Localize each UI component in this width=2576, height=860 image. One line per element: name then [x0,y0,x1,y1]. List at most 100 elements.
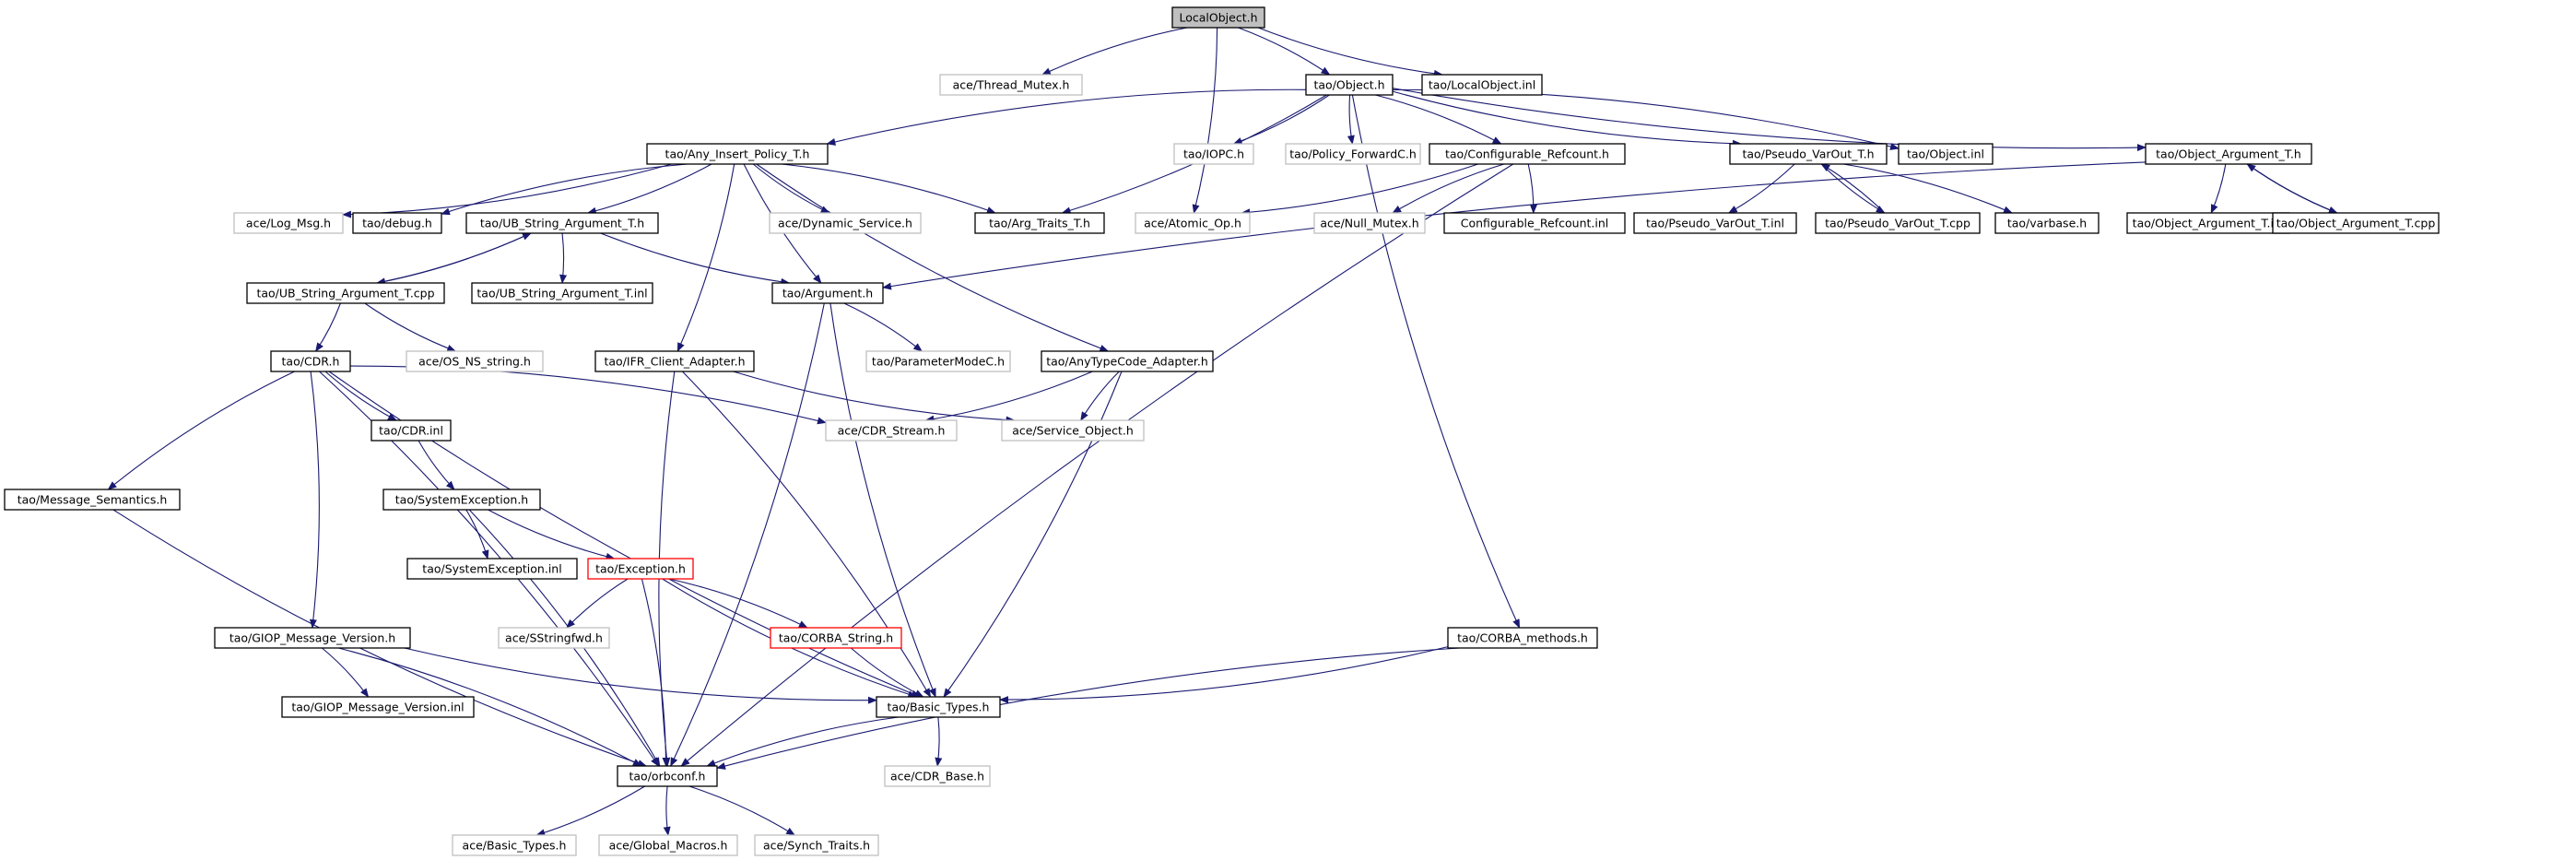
node-label: tao/CDR.inl [379,424,443,438]
node-exception-h[interactable]: tao/Exception.h [587,558,694,580]
node-box [371,419,452,442]
node-pseudo-varout[interactable]: tao/Pseudo_VarOut_T.h [1729,143,1888,165]
node-varbase[interactable]: tao/varbase.h [1994,212,2100,234]
node-thread-mutex[interactable]: ace/Thread_Mutex.h [939,74,1083,96]
edge-object-h-to-pseudo-varout [1392,90,1742,147]
node-sstringfwd[interactable]: ace/SStringfwd.h [498,627,610,649]
node-box [1313,212,1426,234]
edge-basic-types-to-cdr-base [935,716,943,767]
node-iopc[interactable]: tao/IOPC.h [1173,143,1254,165]
node-system-exception-inl[interactable]: tao/SystemException.inl [406,558,578,580]
node-anytypecode[interactable]: tao/AnyTypeCode_Adapter.h [1041,350,1214,372]
node-label: tao/Policy_ForwardC.h [1289,147,1417,161]
node-global-macros[interactable]: ace/Global_Macros.h [598,834,738,856]
node-box [646,143,829,165]
edge-object-h-to-object-arg [1392,88,2147,152]
node-object-arg-cpp[interactable]: tao/Object_Argument_T.cpp [2272,212,2440,234]
node-atomic-op[interactable]: ace/Atomic_Op.h [1135,212,1251,234]
edge-conf-refcount-to-null-mutex [1392,163,1505,214]
node-label: tao/Arg_Traits_T.h [989,217,1090,230]
node-pseudo-varout-inl[interactable]: tao/Pseudo_VarOut_T.inl [1633,212,1797,234]
edge-ub-string-arg-to-ub-string-arg-cpp [376,232,532,286]
node-box [1041,350,1214,372]
node-conf-refcount[interactable]: tao/Configurable_Refcount.h [1429,143,1626,165]
node-cdr-h[interactable]: tao/CDR.h [270,350,351,372]
node-service-object[interactable]: ace/Service_Object.h [1001,419,1145,442]
node-basic-types[interactable]: tao/Basic_Types.h [876,696,1001,718]
node-argument-h[interactable]: tao/Argument.h [771,282,884,304]
node-ub-string-arg-inl[interactable]: tao/UB_String_Argument_T.inl [471,282,653,304]
node-orbconf[interactable]: tao/orbconf.h [617,765,718,787]
edge-object-arg-to-object-arg-inl [2210,163,2227,214]
node-os-ns-string[interactable]: ace/OS_NS_string.h [406,350,544,372]
edge-pseudo-varout-cpp-to-pseudo-varout [1820,163,1886,214]
node-box [452,834,577,856]
edge-cdr-h-to-cdr-stream [349,365,827,425]
node-giop-msg-version[interactable]: tao/GIOP_Message_Version.h [214,627,411,649]
edge-conf-refcount-to-atomic-op [1241,163,1478,217]
node-ifr-client[interactable]: tao/IFR_Client_Adapter.h [594,350,755,372]
edge-system-exception-to-system-exception-inl [465,509,489,560]
edge-ub-string-arg-cpp-to-ub-string-arg [376,232,532,284]
node-box [270,350,351,372]
edge-any-insert-to-arg-traits [782,163,996,214]
node-label: tao/SystemException.h [395,493,528,507]
node-box [1285,143,1421,165]
node-label: tao/Pseudo_VarOut_T.inl [1646,217,1784,230]
node-null-mutex[interactable]: ace/Null_Mutex.h [1313,212,1426,234]
edge-any-insert-to-anytypecode [756,163,1110,352]
edge-root-to-thread-mutex [1041,27,1188,76]
node-debug-h[interactable]: tao/debug.h [352,212,442,234]
node-message-semantics[interactable]: tao/Message_Semantics.h [4,489,181,511]
node-arg-traits[interactable]: tao/Arg_Traits_T.h [974,212,1105,234]
node-log-msg[interactable]: ace/Log_Msg.h [233,212,344,234]
edge-any-insert-to-debug-h [441,163,688,216]
node-pseudo-varout-cpp[interactable]: tao/Pseudo_VarOut_T.cpp [1815,212,1981,234]
node-box [939,74,1083,96]
edge-root-to-object-h [1238,27,1331,76]
node-box [754,834,879,856]
node-ace-basic-types[interactable]: ace/Basic_Types.h [452,834,577,856]
node-synch-traits[interactable]: ace/Synch_Traits.h [754,834,879,856]
node-policy-forward[interactable]: tao/Policy_ForwardC.h [1285,143,1421,165]
node-giop-msg-version-inl[interactable]: tao/GIOP_Message_Version.inl [281,696,475,718]
node-dynamic-service[interactable]: ace/Dynamic_Service.h [769,212,922,234]
edge-orbconf-to-global-macros [663,785,671,836]
node-parameter-mode[interactable]: tao/ParameterModeC.h [865,350,1011,372]
node-corba-methods[interactable]: tao/CORBA_methods.h [1447,627,1598,649]
node-box [1898,143,1994,165]
node-box [4,489,181,511]
node-cdr-stream[interactable]: ace/CDR_Stream.h [825,419,958,442]
node-cdr-inl[interactable]: tao/CDR.inl [371,419,452,442]
node-root[interactable]: LocalObject.h [1171,6,1265,29]
node-object-arg[interactable]: tao/Object_Argument_T.h [2145,143,2312,165]
node-ub-string-arg[interactable]: tao/UB_String_Argument_T.h [465,212,659,234]
node-object-h[interactable]: tao/Object.h [1305,74,1394,96]
node-label: LocalObject.h [1179,11,1257,25]
node-label: ace/Log_Msg.h [246,217,331,230]
edge-ub-string-arg-to-ub-string-arg-inl [559,232,568,284]
node-ub-string-arg-cpp[interactable]: tao/UB_String_Argument_T.cpp [246,282,445,304]
node-box [884,765,991,787]
node-any-insert[interactable]: tao/Any_Insert_Policy_T.h [646,143,829,165]
node-object-arg-inl[interactable]: tao/Object_Argument_T.inl [2126,212,2290,234]
edge-pseudo-varout-to-pseudo-varout-cpp [1820,163,1886,214]
node-corba-string[interactable]: tao/CORBA_String.h [770,627,902,649]
edge-any-insert-to-dynamic-service [752,163,830,214]
edge-orbconf-to-synch-traits [688,785,796,836]
edge-object-h-to-policy-forward [1347,94,1355,145]
node-conf-refcount-inl[interactable]: Configurable_Refcount.inl [1443,212,1626,234]
node-label: ace/Global_Macros.h [609,839,728,853]
edge-object-arg-cpp-to-object-arg [2246,163,2338,214]
node-localobject-inl[interactable]: tao/LocalObject.inl [1421,74,1543,96]
node-box [406,558,578,580]
node-cdr-base[interactable]: ace/CDR_Base.h [884,765,991,787]
edge-conf-refcount-to-conf-refcount-inl [1527,163,1537,214]
node-system-exception[interactable]: tao/SystemException.h [382,489,541,511]
node-object-inl[interactable]: tao/Object.inl [1898,143,1994,165]
node-box [214,627,411,649]
edge-ub-string-arg-cpp-to-cdr-h [315,302,341,352]
node-layer: LocalObject.h ace/Thread_Mutex.h tao/Objec… [4,6,2440,856]
node-label: tao/AnyTypeCode_Adapter.h [1046,355,1208,369]
node-label: tao/ParameterModeC.h [872,355,1005,369]
